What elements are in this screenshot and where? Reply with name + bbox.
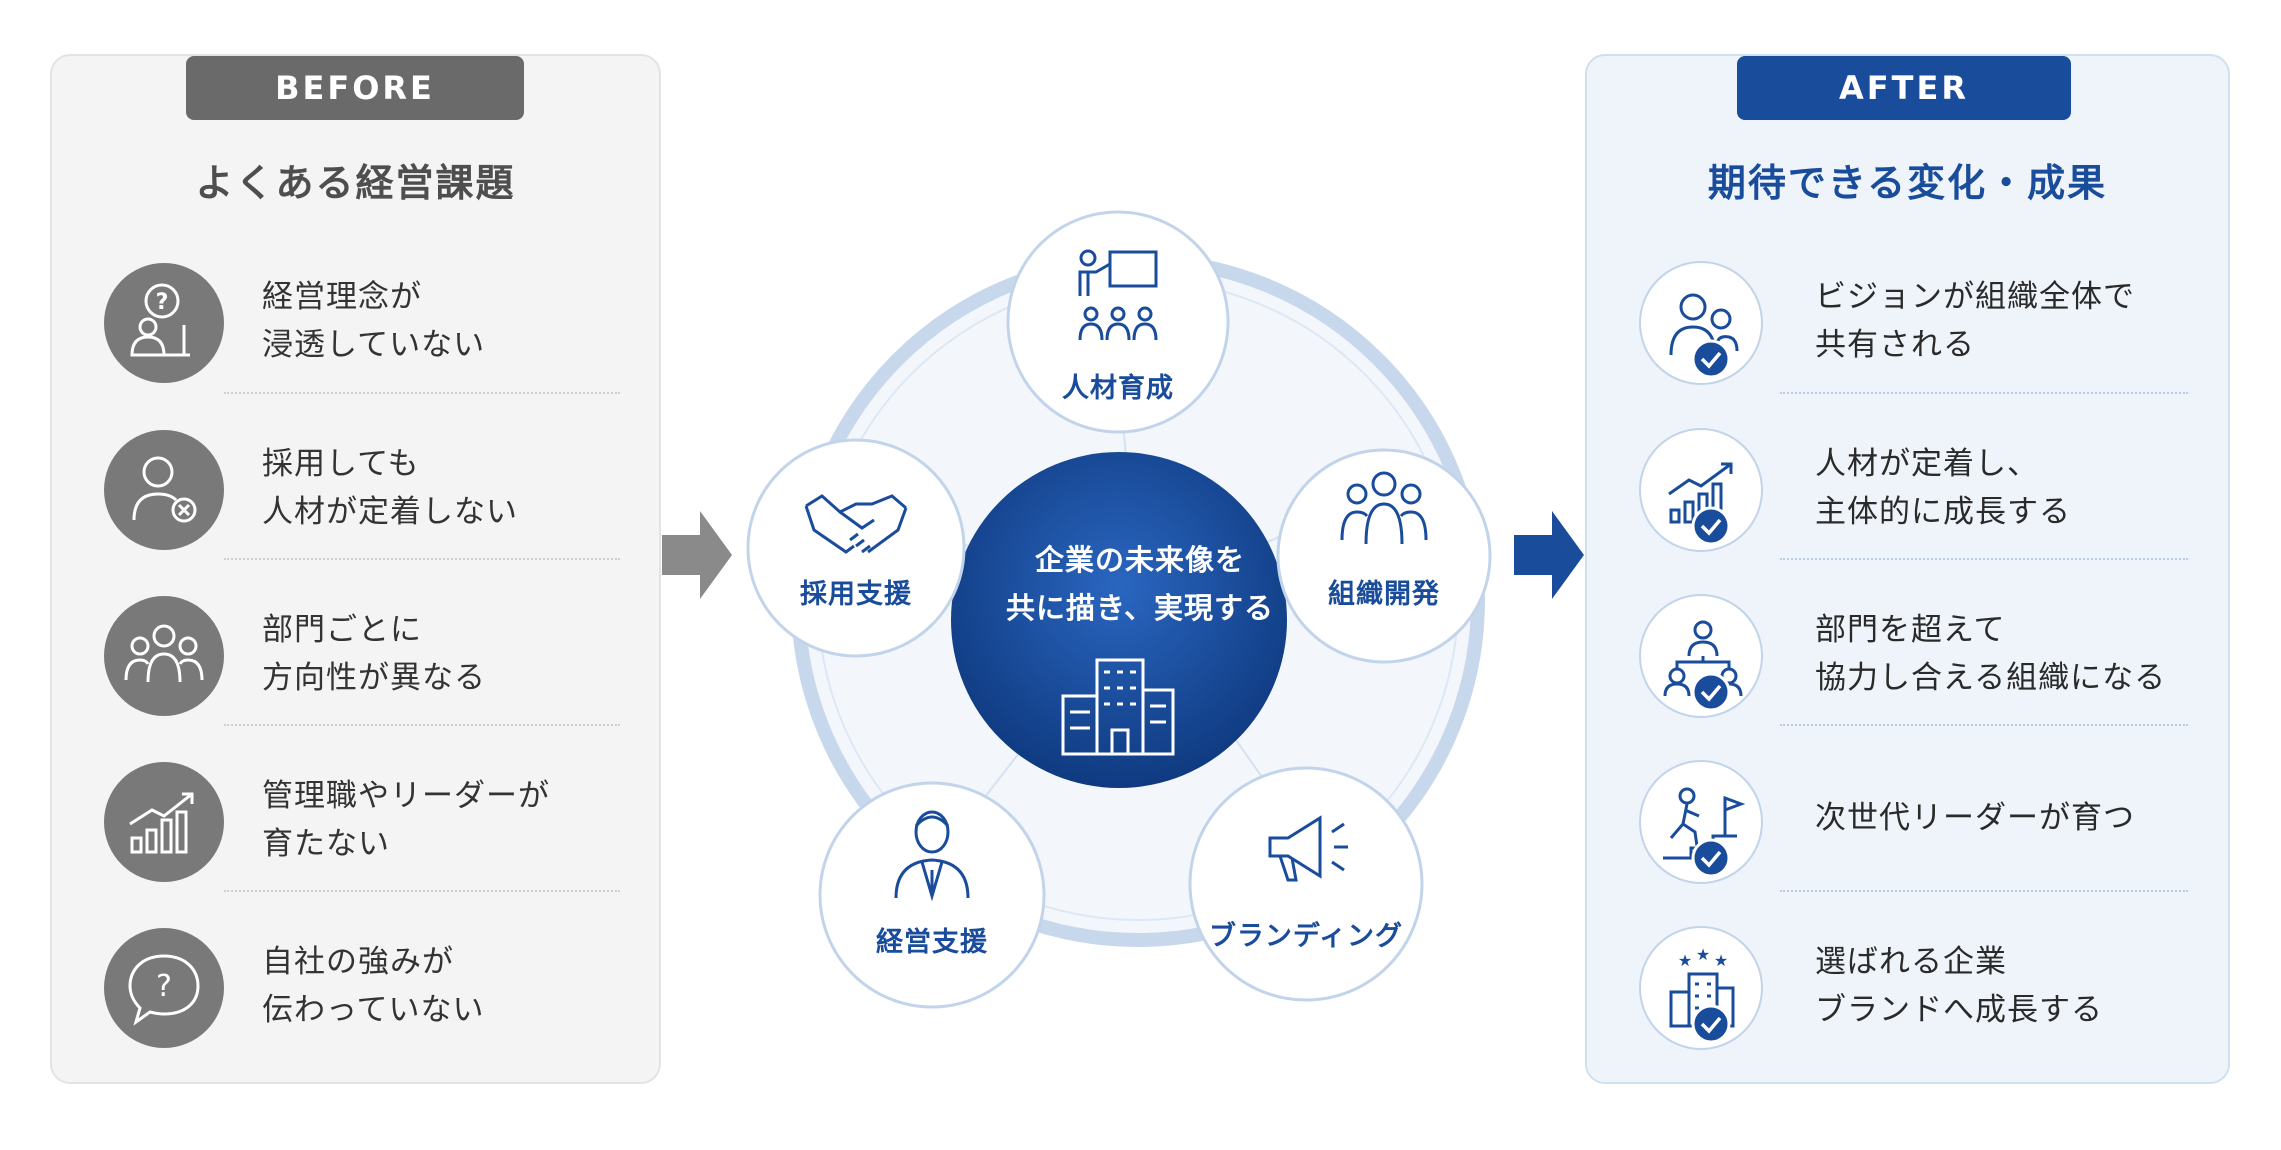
- hierarchy-icon: [1639, 594, 1763, 718]
- divider: [224, 392, 620, 394]
- after-panel: AFTER 期待できる変化・成果 ビジョンが組織全体で 共有される: [1585, 54, 2230, 1084]
- handshake-icon: [804, 494, 908, 554]
- after-item-line2: 主体的に成長する: [1815, 494, 2071, 530]
- divider: [224, 724, 620, 726]
- divider: [224, 558, 620, 560]
- after-item-line1: 人材が定着し、: [1815, 446, 2039, 482]
- node-org-dev: [1276, 448, 1492, 664]
- svg-text:?: ?: [156, 290, 169, 315]
- after-item: 次世代リーダーが育つ: [1587, 738, 2228, 903]
- before-item-line1: 部門ごとに: [262, 612, 422, 648]
- before-item-line2: 浸透していない: [262, 327, 486, 363]
- before-item: 採用しても 人材が定着しない: [52, 408, 659, 573]
- node-training: [1006, 210, 1230, 434]
- check-icon: [1691, 506, 1731, 546]
- after-item: ★ ★ ★ 選ばれる企業 ブランドへ成長する: [1587, 904, 2228, 1069]
- before-item: 部門ごとに 方向性が異なる: [52, 574, 659, 739]
- after-item-line1: ビジョンが組織全体で: [1815, 279, 2135, 315]
- growth-chart-icon: [1639, 428, 1763, 552]
- after-item-line1: 選ばれる企業: [1815, 944, 2007, 980]
- node-management: [818, 781, 1046, 1009]
- after-item-line1: 次世代リーダーが育つ: [1815, 800, 2135, 836]
- center-line1: 企業の未来像を: [1034, 543, 1245, 577]
- check-icon: [1691, 838, 1731, 878]
- after-item-line2: 共有される: [1815, 327, 1975, 363]
- after-item: ビジョンが組織全体で 共有される: [1587, 239, 2228, 404]
- divider: [1780, 392, 2188, 394]
- growth-chart-icon: [104, 762, 224, 882]
- check-icon: [1691, 672, 1731, 712]
- svg-text:?: ?: [156, 969, 172, 1004]
- divider: [1780, 890, 2188, 892]
- before-item-line2: 育たない: [262, 826, 390, 862]
- after-item-line2: ブランドへ成長する: [1815, 992, 2103, 1028]
- svg-text:★: ★: [1678, 951, 1692, 970]
- building-icon: [1061, 658, 1175, 756]
- svg-text:★: ★: [1714, 951, 1728, 970]
- check-icon: [1691, 1004, 1731, 1044]
- blue-arrow-icon: [1514, 511, 1584, 599]
- node-recruiting: [746, 438, 966, 658]
- before-item: ? 自社の強みが 伝わっていない: [52, 906, 659, 1071]
- person-x-icon: [104, 430, 224, 550]
- before-item: ? 経営理念が 浸透していない: [52, 241, 659, 406]
- before-item-line2: 伝わっていない: [262, 992, 485, 1028]
- divider: [1780, 558, 2188, 560]
- before-item-line2: 人材が定着しない: [262, 494, 518, 530]
- after-tab: AFTER: [1737, 56, 2071, 120]
- before-tab: BEFORE: [186, 56, 524, 120]
- before-heading: よくある経営課題: [195, 161, 516, 205]
- executive-icon: [894, 810, 970, 902]
- node-label-management: 経営支援: [876, 927, 988, 958]
- after-item: 人材が定着し、 主体的に成長する: [1587, 406, 2228, 571]
- center-line2: 共に描き、実現する: [1006, 591, 1274, 625]
- gray-arrow-icon: [662, 511, 732, 599]
- before-item-line1: 経営理念が: [262, 279, 422, 315]
- divider: [224, 890, 620, 892]
- training-icon: [1078, 249, 1158, 341]
- divider: [1780, 724, 2188, 726]
- before-item-line2: 方向性が異なる: [262, 660, 486, 696]
- check-icon: [1691, 339, 1731, 379]
- node-label-training: 人材育成: [1062, 373, 1174, 404]
- after-heading: 期待できる変化・成果: [1707, 161, 2108, 205]
- before-item-line1: 自社の強みが: [262, 944, 454, 980]
- before-item-line1: 採用しても: [262, 446, 420, 482]
- after-item: 部門を超えて 協力し合える組織になる: [1587, 572, 2228, 737]
- node-label-org-dev: 組織開発: [1328, 579, 1440, 610]
- question-person-icon: ?: [104, 263, 224, 383]
- svg-text:★: ★: [1696, 945, 1710, 964]
- after-item-line2: 協力し合える組織になる: [1815, 660, 2167, 696]
- megaphone-icon: [1268, 815, 1348, 882]
- before-item-line1: 管理職やリーダーが: [262, 778, 550, 814]
- node-branding: [1188, 766, 1424, 1002]
- before-item: 管理職やリーダーが 育たない: [52, 740, 659, 905]
- group-icon: [104, 596, 224, 716]
- after-item-line1: 部門を超えて: [1815, 612, 2006, 648]
- node-label-branding: ブランディング: [1208, 921, 1404, 952]
- question-bubble-icon: ?: [104, 928, 224, 1048]
- node-label-recruiting: 採用支援: [800, 579, 912, 610]
- before-panel: BEFORE よくある経営課題 ? 経営理念が 浸透していない: [50, 54, 661, 1084]
- team-icon: [1340, 471, 1428, 545]
- center-circle: [951, 452, 1287, 788]
